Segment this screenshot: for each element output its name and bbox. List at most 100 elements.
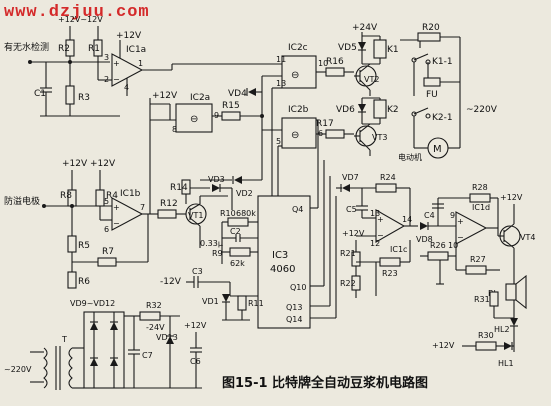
c1-label: C1 [34,89,46,99]
resistor-r27 [465,265,487,275]
mains-left-label: ~220V [4,365,32,374]
vd7-label: VD7 [342,173,359,182]
nand-ic2c [281,55,317,89]
svg-text:+: + [113,59,120,68]
r32-label: R32 [146,301,162,310]
resistor-r20 [417,32,441,42]
r7-label: R7 [102,247,114,257]
fu-label: FU [426,90,438,100]
resistor-r3 [65,85,75,105]
r6-label: R6 [78,277,90,287]
r22-label: R22 [340,279,356,288]
svg-text:6: 6 [104,225,109,234]
resistor-r9 [229,247,251,257]
svg-text:3: 3 [104,53,109,62]
q10-label: Q10 [290,283,306,292]
buzzer-bl [505,283,517,301]
hl2-label: HL2 [494,325,510,334]
resistor-r28 [469,193,491,203]
svg-text:9: 9 [450,211,455,220]
vt1-label: VT1 [188,211,203,220]
r21-label: R21 [340,249,356,258]
ic1b-label: IC1b [120,189,141,199]
r17-label: R17 [316,119,334,129]
ic3-part: 4060 [270,264,295,275]
svg-text:10: 10 [448,241,458,250]
vt4-supply: +12V [500,193,523,202]
svg-text:5: 5 [104,197,109,206]
resistor-r7 [97,257,117,267]
k1-label: K1 [387,45,399,55]
bridge-rectifier [83,311,125,389]
svg-text:−: − [113,219,120,228]
c3-label: C3 [192,267,203,276]
vd4-label: VD4 [228,89,247,99]
svg-text:13: 13 [276,79,286,88]
c7-label: C7 [142,351,153,360]
resistor-r11 [237,295,247,311]
watermark: www.dzjuu.com [4,3,150,22]
r3-label: R3 [78,93,90,103]
diode-vd5 [358,42,366,50]
k1-1-label: K1-1 [432,57,453,67]
counter-ic3 [257,195,311,329]
r5-label: R5 [78,241,90,251]
k2-1-label: K2-1 [432,113,453,123]
led-hl1 [504,342,512,350]
resistor-r12 [157,209,177,219]
resistor-r17 [325,129,345,139]
resistor-r26 [427,251,449,261]
q4-label: Q4 [292,205,303,214]
water-detect-section: +12V~12V R2 R1 有无水检测 C1 R3 [4,15,282,117]
ic1c-label: IC1c [390,245,407,254]
motor-label: 电动机 [398,152,422,162]
neg24-label: -24V [146,323,165,332]
zener-vd13 [166,336,174,344]
diode-vd1 [222,294,230,302]
ic1b-supply-a: +12V [62,159,88,169]
motor-m-label: M [433,144,442,155]
svg-text:11: 11 [276,55,286,64]
r9-value: 62k [230,259,245,268]
r16-label: R16 [326,57,344,67]
ic1d-section: VD8 C4 R28 IC1d + − 9 10 [416,183,535,368]
svg-text:⊖: ⊖ [291,70,299,81]
supply-24-label: +24V [352,23,378,33]
r12-label: R12 [160,199,178,209]
resistor-r24 [375,183,397,193]
fuse-fu [423,77,441,87]
resistor-r23 [379,257,401,267]
vt2-label: VT2 [364,75,379,84]
r15-label: R15 [222,101,240,111]
nand-ic2b [281,117,317,149]
resistor-r5 [67,235,77,253]
c4-label: C4 [424,211,435,220]
hl1-supply: +12V [432,341,455,350]
svg-text:⊖: ⊖ [190,114,198,125]
top-supply-label: +12V~12V [58,15,103,24]
c3-neg12: -12V [160,277,182,287]
svg-text:5: 5 [276,137,281,146]
ic3-name: IC3 [272,250,288,261]
diode-vd8 [420,222,428,230]
svg-text:+: + [113,203,120,212]
r2-label: R2 [58,44,70,54]
r24-label: R24 [380,173,396,182]
hl1-label: HL1 [498,359,514,368]
diode-vd6 [358,104,366,112]
r31-label: R31 [474,295,490,304]
c2-value: 0.33μ [200,239,223,248]
c6-label: C6 [190,357,201,366]
svg-text:−: − [113,75,120,84]
ic1c-section: VD7 R24 C5 IC1c + − 13 12 14 +12V [336,173,418,298]
resistor-r6 [67,271,77,289]
r10-value: 680k [236,209,256,218]
transformer-primary [43,347,48,389]
svg-text:−: − [377,231,384,240]
ic1c-supply: +12V [342,229,365,238]
svg-text:+: + [377,215,384,224]
opamp-ic1b [111,197,144,231]
r28-label: R28 [472,183,488,192]
q14-label: Q14 [286,315,302,324]
